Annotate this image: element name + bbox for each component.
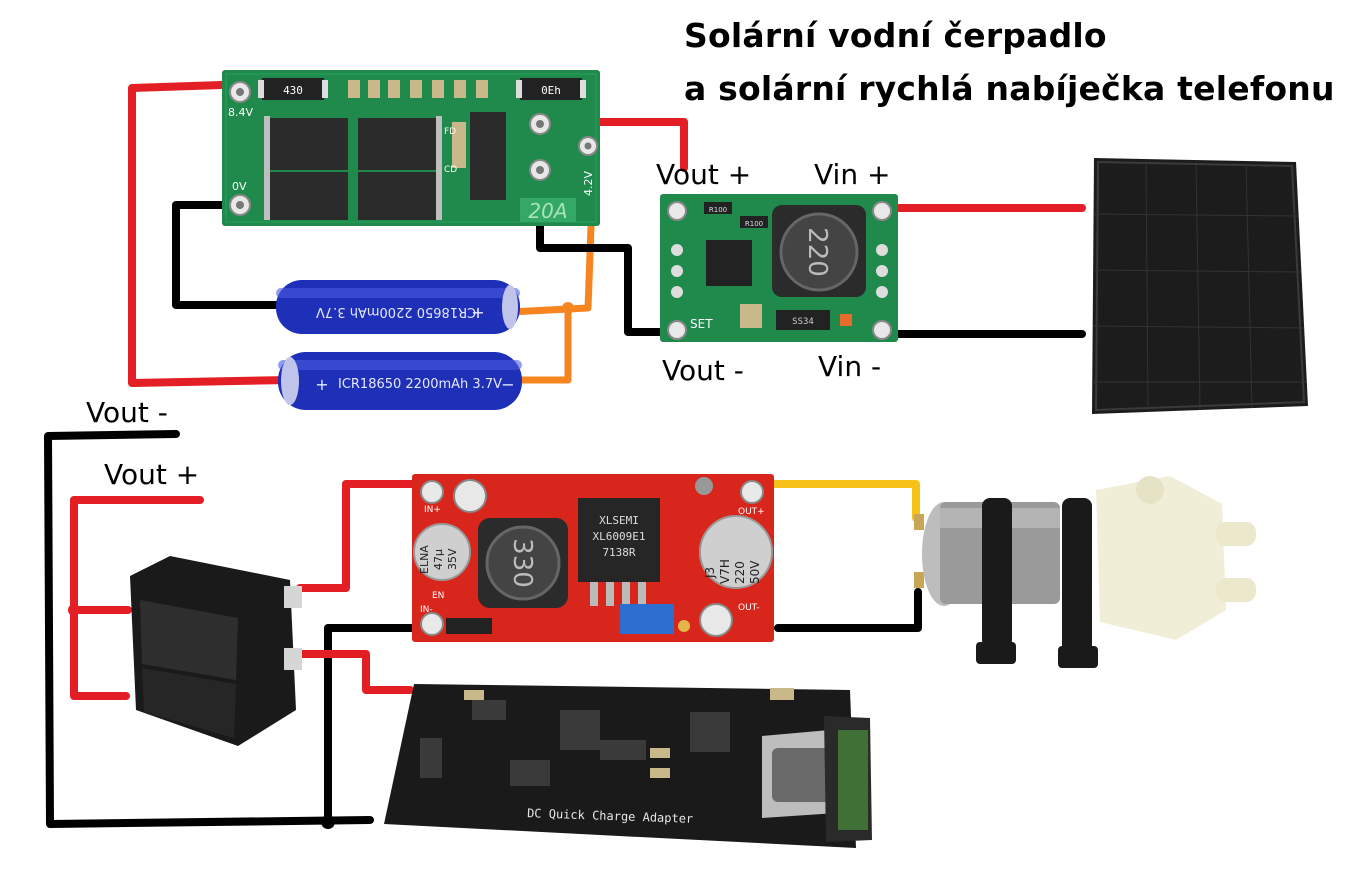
quick-charge-board: DC Quick Charge Adapter bbox=[384, 684, 872, 848]
wire-yellow-pump bbox=[766, 480, 920, 522]
water-pump bbox=[914, 476, 1256, 668]
junction-dot bbox=[321, 815, 335, 829]
buck-board: IN+ IN- OUT+ OUT- EN ELNA 47μ 35V 330 XL… bbox=[412, 474, 774, 642]
wire-red-switch-charger bbox=[296, 650, 414, 694]
buck-inductor-label: 330 bbox=[507, 538, 537, 588]
buck-cap-right-l2: V7H bbox=[718, 559, 732, 584]
battery-bottom-label: ICR18650 2200mAh 3.7V bbox=[338, 377, 502, 392]
buck-in-minus: IN- bbox=[420, 605, 433, 615]
rocker-switch bbox=[130, 556, 302, 746]
bms-rating: 20A bbox=[528, 199, 567, 223]
battery-bottom-minus: − bbox=[501, 375, 514, 394]
wire-black-bms-battery bbox=[172, 201, 289, 309]
buck-cap-left-l1: ELNA bbox=[418, 545, 431, 574]
buck-chip-l2: XL6009E1 bbox=[593, 530, 646, 543]
bms-pad-0v: 0V bbox=[232, 180, 247, 193]
wire-red-switch bbox=[70, 496, 204, 700]
buck-chip-l1: XLSEMI bbox=[599, 514, 639, 527]
buck-out-plus: OUT+ bbox=[738, 507, 765, 517]
label-boost-vin-minus: Vin - bbox=[818, 350, 882, 383]
buck-cap-left-l2: 47μ bbox=[432, 549, 445, 570]
label-boost-vout-plus: Vout + bbox=[656, 158, 752, 191]
bms-pad-fd: FD bbox=[444, 127, 456, 137]
wire-black-main-negative bbox=[44, 430, 416, 828]
buck-cap-right-l4: 50V bbox=[748, 560, 762, 584]
junction-dot bbox=[68, 604, 80, 616]
label-left-vout-plus: Vout + bbox=[104, 458, 200, 491]
bms-pad-cd: CD bbox=[444, 165, 457, 175]
diagram-title-line1: Solární vodní čerpadlo bbox=[684, 16, 1107, 55]
wire-red-switch-buck bbox=[296, 480, 416, 592]
buck-chip-l3: 7138R bbox=[602, 546, 635, 559]
label-left-vout-minus: Vout - bbox=[86, 396, 168, 429]
bms-resistor-right: 0Eh bbox=[541, 84, 561, 97]
quick-charge-label: DC Quick Charge Adapter bbox=[527, 806, 694, 826]
bms-board: 430 0Eh 8.4V bbox=[222, 70, 600, 226]
bms-resistor-left: 430 bbox=[283, 84, 303, 97]
label-boost-vout-minus: Vout - bbox=[662, 354, 744, 387]
solar-panel bbox=[1092, 158, 1308, 414]
buck-in-plus: IN+ bbox=[424, 505, 441, 515]
buck-cap-right-l1: J3 bbox=[703, 567, 717, 579]
boost-inductor-label: 220 bbox=[802, 227, 832, 277]
wire-black-pump bbox=[774, 588, 922, 632]
wire-red-bms-battery bbox=[128, 81, 294, 387]
diagram-title-line2: a solární rychlá nabíječka telefonu bbox=[684, 69, 1335, 108]
battery-top: ICR18650 2200mAh 3.7V + bbox=[276, 280, 520, 334]
battery-top-plus: + bbox=[471, 303, 484, 322]
battery-top-label: ICR18650 2200mAh 3.7V bbox=[316, 304, 480, 319]
bms-pad-8-4v: 8.4V bbox=[228, 106, 253, 119]
buck-cap-left-l3: 35V bbox=[446, 548, 459, 570]
boost-diode-label: SS34 bbox=[792, 317, 814, 327]
label-boost-vin-plus: Vin + bbox=[814, 158, 891, 191]
bms-pad-4-2v: 4.2V bbox=[582, 171, 595, 196]
wire-orange-midpoint bbox=[506, 196, 596, 384]
battery-bottom-plus: + bbox=[315, 375, 328, 394]
buck-en: EN bbox=[432, 591, 444, 601]
buck-cap-right-l3: 220 bbox=[733, 561, 747, 584]
boost-res1-label: R100 bbox=[709, 206, 727, 214]
boost-board: 220 SS34 R100 R100 SET bbox=[660, 194, 898, 342]
boost-set-label: SET bbox=[690, 317, 713, 331]
junction-dot bbox=[562, 302, 574, 314]
battery-bottom: + ICR18650 2200mAh 3.7V − bbox=[278, 352, 522, 410]
boost-res2-label: R100 bbox=[745, 220, 763, 228]
buck-out-minus: OUT- bbox=[738, 603, 760, 613]
